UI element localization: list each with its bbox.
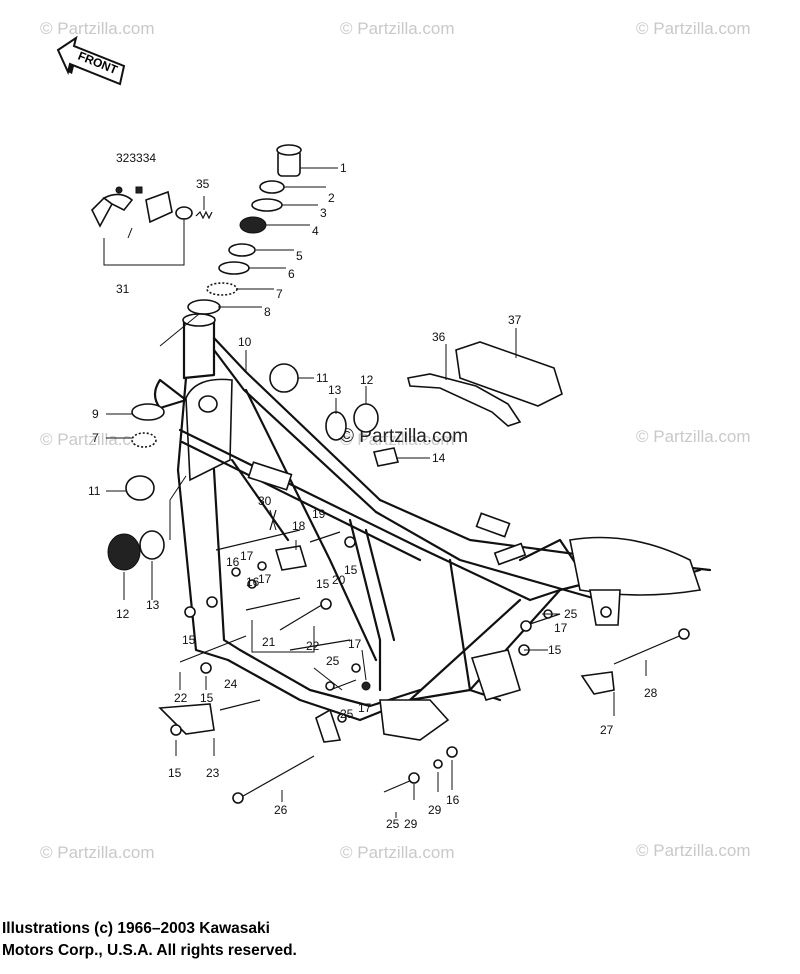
callout-label: 28 (644, 686, 658, 700)
callout-label: 16 (446, 793, 460, 807)
callout-label: 25 (326, 654, 340, 668)
callout-label: 18 (292, 519, 306, 533)
watermark: © Partzilla.com (40, 430, 155, 449)
callout-label: 9 (92, 407, 99, 421)
callout-label: 26 (274, 803, 288, 817)
callout-label: 4 (312, 224, 319, 238)
copyright-line: Motors Corp., U.S.A. All rights reserved… (2, 942, 297, 959)
callout-label: 7 (276, 287, 283, 301)
callout-label: 15 (200, 691, 214, 705)
callout-label: 16 (246, 575, 260, 589)
callout-label: 12 (116, 607, 130, 621)
watermark: © Partzilla.com (40, 19, 155, 38)
watermark: © Partzilla.com (636, 841, 751, 860)
callout-label: 15 (182, 633, 196, 647)
callout-label: 23 (206, 766, 220, 780)
callout-label: 22 (306, 639, 320, 653)
callout-label: 31 (116, 282, 130, 296)
watermark: © Partzilla.com (40, 843, 155, 862)
callout-label: 6 (288, 267, 295, 281)
front-arrow-icon: FRONT (56, 35, 126, 86)
watermark: © Partzilla.com (636, 427, 751, 446)
callout-label: 37 (508, 313, 522, 327)
callout-label: 17 (258, 572, 272, 586)
callout-label: 35 (196, 177, 210, 191)
callout-label: 13 (146, 598, 160, 612)
callout-label: 15 (548, 643, 562, 657)
callout-label: 7 (92, 431, 99, 445)
callout-label: 5 (296, 249, 303, 263)
callout-label: 8 (264, 305, 271, 319)
callout-label: 15 (316, 577, 330, 591)
callout-label: 30 (258, 494, 272, 508)
callout-label: 25 (386, 817, 400, 831)
ignition-switch-assembly (91, 186, 213, 266)
callout-label: 21 (262, 635, 276, 649)
watermark: © Partzilla.com (340, 19, 455, 38)
leader-lines (106, 167, 647, 818)
motorcycle-frame (153, 313, 712, 743)
watermark: © Partzilla.com (340, 843, 455, 862)
callout-label: 25 (564, 607, 578, 621)
callout-label: 17 (554, 621, 568, 635)
steering-head-parts (187, 144, 302, 315)
callout-label: 2 (328, 191, 335, 205)
callout-label: 25 (340, 707, 354, 721)
center-watermark: © Partzilla.com (340, 426, 468, 447)
callout-label: 17 (348, 637, 362, 651)
watermark: © Partzilla.com (340, 430, 455, 449)
seat-brackets (407, 341, 563, 427)
callout-label: 29 (428, 803, 442, 817)
copyright-line: Illustrations (c) 1966–2003 Kawasaki (2, 920, 270, 937)
callout-label: 13 (328, 383, 342, 397)
callout-label: 14 (432, 451, 446, 465)
callout-label: 3 (320, 206, 327, 220)
callout-label: 10 (238, 335, 252, 349)
callout-label: 16 (226, 555, 240, 569)
callout-label: 15 (168, 766, 182, 780)
callout-label: 17 (358, 701, 372, 715)
callout-label: 19 (312, 507, 326, 521)
callout-labels: 323334 35 31 1 2 3 4 5 6 7 8 10 11 37 36… (88, 151, 658, 831)
rubber-mounts (107, 363, 400, 571)
callout-label: 323334 (116, 151, 156, 165)
watermark-group: © Partzilla.com © Partzilla.com © Partzi… (40, 19, 751, 862)
callout-label: 11 (316, 371, 329, 385)
watermark: © Partzilla.com (636, 19, 751, 38)
callout-label: 24 (224, 677, 238, 691)
callout-label: 27 (600, 723, 614, 737)
callout-label: 20 (332, 573, 346, 587)
callout-label: 22 (174, 691, 188, 705)
callout-label: 15 (344, 563, 358, 577)
callout-label: 12 (360, 373, 374, 387)
callout-label: 29 (404, 817, 418, 831)
callout-label: 36 (432, 330, 446, 344)
copyright-notice: Illustrations (c) 1966–2003 Kawasaki Mot… (2, 918, 422, 962)
bolts-and-hardware (158, 509, 690, 804)
callout-label: 1 (340, 161, 347, 175)
callout-label: 11 (88, 484, 101, 498)
callout-label: 17 (240, 549, 254, 563)
